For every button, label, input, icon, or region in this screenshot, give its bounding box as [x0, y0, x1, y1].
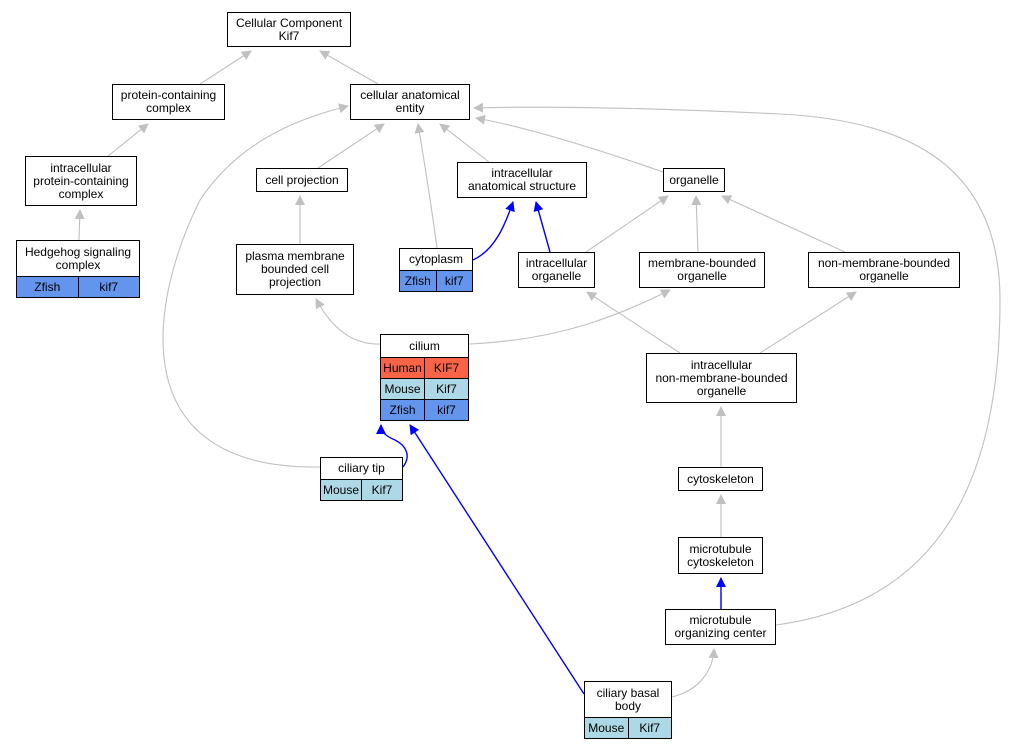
- node-label: cytoskeleton: [687, 471, 754, 486]
- node-cell-projection[interactable]: cell projection: [256, 168, 348, 192]
- node-label: organelle: [669, 172, 719, 187]
- node-label: intracellular organelle: [525, 256, 588, 283]
- node-label: cell projection: [265, 172, 339, 187]
- node-label: protein-containing complex: [120, 88, 217, 115]
- node-microtubule-cytoskeleton[interactable]: microtubule cytoskeleton: [678, 537, 763, 574]
- node-label: cilium: [381, 335, 468, 358]
- species-cell: Mouse: [322, 483, 360, 497]
- node-label: plasma membrane bounded cell projection: [245, 249, 345, 289]
- edge-is-a: [721, 195, 846, 253]
- node-label: intracellular protein-containing complex: [33, 160, 129, 201]
- edge-part-of: [376, 424, 408, 468]
- node-label: microtubule cytoskeleton: [687, 541, 754, 569]
- edge-is-a: [586, 291, 681, 354]
- node-intracellular-anatomical-structure[interactable]: intracellular anatomical structure: [457, 162, 587, 198]
- edge-is-a: [74, 209, 85, 241]
- node-cytoplasm[interactable]: cytoplasm Zfish kif7: [399, 248, 473, 292]
- gene-cell: Kif7: [424, 379, 468, 399]
- gene-cell: kif7: [424, 400, 468, 420]
- gene-cell: kif7: [435, 271, 473, 291]
- node-label: ciliary tip: [321, 458, 402, 480]
- edge-is-a: [317, 123, 385, 169]
- edge-is-a: [439, 123, 490, 163]
- gene-cell: KIF7: [424, 358, 468, 378]
- node-protein-containing-complex[interactable]: protein-containing complex: [112, 84, 225, 120]
- species-cell: Mouse: [588, 721, 625, 735]
- edge-part-of: [472, 201, 515, 261]
- species-cell: Zfish: [34, 280, 61, 294]
- gene-cell: Kif7: [627, 718, 672, 738]
- node-plasma-membrane-bounded-cell-projection[interactable]: plasma membrane bounded cell projection: [236, 244, 354, 295]
- edge-is-a: [199, 50, 252, 85]
- node-label: intracellular non-membrane-bounded organ…: [655, 357, 788, 398]
- edge-is-a: [162, 103, 349, 468]
- gene-cell: kif7: [77, 277, 140, 297]
- edge-part-of: [533, 201, 551, 253]
- node-hedgehog-signaling-complex[interactable]: Hedgehog signaling complex Zfish kif7: [16, 240, 140, 298]
- node-label: cellular anatomical entity: [360, 88, 460, 115]
- node-label: Hedgehog signaling complex: [17, 241, 139, 277]
- species-cell: Zfish: [389, 403, 416, 417]
- edge-is-a: [475, 114, 664, 173]
- edge-is-a: [468, 289, 671, 345]
- node-cellular-component[interactable]: Cellular Component Kif7: [227, 12, 351, 47]
- edge-is-a: [414, 123, 438, 249]
- species-cell: Mouse: [384, 382, 421, 396]
- edge-is-a: [691, 195, 702, 253]
- edge-is-a: [107, 123, 149, 157]
- species-cell: Human: [383, 361, 422, 375]
- node-intracellular-organelle[interactable]: intracellular organelle: [518, 252, 595, 288]
- node-cytoskeleton[interactable]: cytoskeleton: [678, 467, 763, 491]
- node-non-membrane-bounded-organelle[interactable]: non-membrane-bounded organelle: [808, 252, 960, 288]
- species-row: Zfish kif7: [381, 399, 468, 420]
- species-cell: Zfish: [404, 274, 431, 288]
- node-organelle[interactable]: organelle: [663, 168, 725, 192]
- node-label: ciliary basal body: [585, 682, 671, 718]
- node-label: membrane-bounded organelle: [647, 256, 757, 283]
- edge-is-a: [671, 648, 719, 698]
- node-intracellular-non-membrane-bounded-organelle[interactable]: intracellular non-membrane-bounded organ…: [646, 353, 797, 403]
- edge-part-of: [409, 424, 585, 695]
- node-label: cytoplasm: [400, 249, 472, 271]
- node-label: non-membrane-bounded organelle: [817, 256, 951, 283]
- node-membrane-bounded-organelle[interactable]: membrane-bounded organelle: [639, 252, 765, 288]
- node-intracellular-protein-containing-complex[interactable]: intracellular protein-containing complex: [25, 156, 137, 206]
- edge-is-a: [585, 195, 669, 253]
- gene-cell: Kif7: [361, 480, 402, 500]
- edge-is-a: [473, 102, 1001, 626]
- species-row: Zfish kif7: [400, 271, 472, 291]
- edge-is-a: [319, 50, 379, 85]
- species-row: Zfish kif7: [17, 277, 139, 297]
- node-label: microtubule organizing center: [674, 613, 767, 640]
- node-microtubule-organizing-center[interactable]: microtubule organizing center: [665, 609, 776, 645]
- node-cellular-anatomical-entity[interactable]: cellular anatomical entity: [350, 84, 470, 120]
- node-label: intracellular anatomical structure: [467, 166, 577, 193]
- edge-is-a: [315, 298, 381, 345]
- node-label: Cellular Component Kif7: [235, 15, 343, 43]
- edge-is-a: [759, 291, 857, 354]
